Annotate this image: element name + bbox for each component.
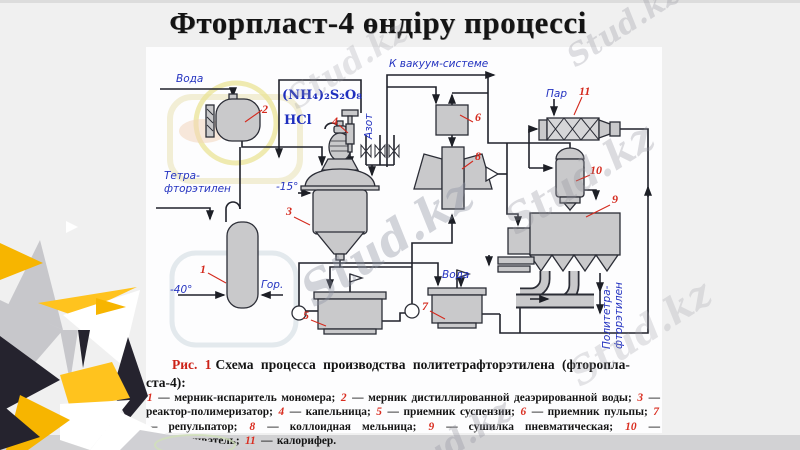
top-strip — [0, 0, 800, 3]
equipment — [205, 93, 621, 335]
label-hcl: HCl — [284, 113, 312, 128]
label-to-vacuum: К вакуум-системе — [389, 58, 488, 70]
callout-leaders — [207, 96, 611, 327]
caption-legend: 1 — мерник-испаритель мономера; 2 — мерн… — [146, 391, 660, 448]
caption-title-line2: ста-4): — [146, 374, 186, 390]
label-product-2: фторэтилен — [613, 282, 625, 349]
legend-item: 9 — сушилка пневматическая; — [428, 420, 625, 433]
equip-num-3: 3 — [285, 204, 292, 218]
legend-item: 11 — калорифер. — [244, 435, 337, 448]
equipment-numbers: 1 2 3 4 5 6 7 8 9 10 11 — [200, 84, 618, 322]
water-measuring-tank-2 — [205, 93, 261, 142]
equip-num-4: 4 — [331, 114, 338, 128]
dryer-transport-ducts — [516, 271, 594, 309]
label-temp-reactor: -15° — [276, 181, 298, 193]
valve-icon — [360, 143, 400, 159]
label-steam: Пар — [546, 88, 567, 100]
reactor-polymerizer-3 — [300, 120, 380, 261]
suspension-receiver-5 — [313, 273, 387, 335]
equip-num-6: 6 — [475, 110, 481, 124]
process-labels: Вода (NH₄)₂S₂O₈ HCl К вакуум-системе Азо… — [164, 58, 625, 349]
legend-item: 8 — коллоидная мельница; — [249, 420, 428, 433]
process-diagram: Вода (NH₄)₂S₂O₈ HCl К вакуум-системе Азо… — [156, 58, 652, 349]
label-persulfate: (NH₄)₂S₂O₈ — [282, 88, 362, 103]
equip-num-2: 2 — [261, 102, 268, 116]
equip-num-10: 10 — [590, 163, 602, 177]
label-water-top: Вода — [176, 73, 203, 85]
legend-item: 5 — приемник суспензии; — [376, 406, 520, 419]
equip-num-5: 5 — [303, 308, 309, 322]
label-nitrogen: Азот — [363, 113, 375, 140]
figure-label: Рис. 1 — [172, 357, 212, 372]
legend-item: 2 — мерник дистиллированной деаэрированн… — [340, 392, 637, 405]
pneumatic-dryer-9 — [497, 212, 621, 273]
monomer-evaporator-column-1 — [226, 221, 259, 309]
colloid-mill-8 — [413, 146, 500, 210]
equip-num-11: 11 — [579, 84, 590, 98]
dropper-4 — [341, 109, 359, 153]
label-tetra-2: фторэтилен — [164, 183, 231, 195]
page-title: Фторпласт-4 өндіру процессі — [169, 5, 587, 40]
pump-5 — [291, 305, 307, 321]
legend-item: 1 — мерник-испаритель мономера; — [147, 392, 340, 405]
label-product-1: Политетра- — [601, 285, 613, 349]
calorifer-11 — [538, 117, 621, 141]
equip-num-8: 8 — [475, 149, 481, 163]
label-temp-column: -40° — [170, 284, 192, 296]
equip-num-9: 9 — [612, 192, 618, 206]
label-tetra-1: Тетра- — [164, 170, 200, 182]
equip-num-1: 1 — [200, 262, 206, 276]
legend-item: 6 — приемник пульпы; — [520, 406, 653, 419]
label-hot: Гор. — [261, 279, 283, 291]
caption-title-line1: Схема процесса производства политетрафто… — [215, 357, 630, 372]
pump-7 — [404, 303, 420, 319]
label-water-right: Вода — [442, 269, 469, 281]
legend-item: 4 — капельница; — [278, 406, 376, 419]
equip-num-7: 7 — [422, 299, 429, 313]
pulp-receiver-6 — [435, 104, 469, 136]
repulpator-7 — [427, 269, 487, 329]
